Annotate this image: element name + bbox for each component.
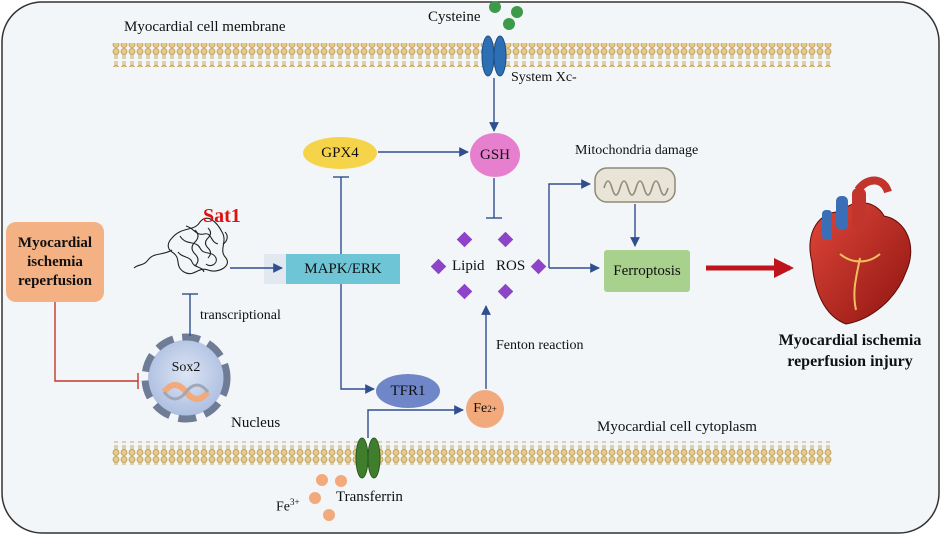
transferrin-label: Transferrin [336, 489, 403, 505]
cysteine-dots [489, 1, 523, 30]
fe2-node [466, 390, 504, 428]
ros-label: ROS [496, 258, 526, 274]
sox2-label: Sox2 [171, 360, 201, 375]
mapk-erk-label: MAPK/ERK [304, 260, 382, 277]
arrow-transferrin-to-fe2 [367, 405, 464, 438]
transferrin-receptor-icon [355, 437, 381, 479]
mir-label-line-2: ischemia [27, 253, 83, 270]
fe3-dots [309, 474, 347, 521]
fe3-label: Fe3+ [276, 497, 300, 516]
arrow-ros-to-mito [548, 179, 591, 268]
nucleus-label: Nucleus [231, 415, 281, 431]
cysteine-label: Cysteine [428, 9, 481, 25]
sox2-nucleus [141, 333, 231, 423]
inhibit-mir-to-sox2 [54, 302, 138, 382]
mito-label: Mitochondria damage [575, 143, 699, 158]
gsh-label: GSH [479, 146, 510, 163]
fe2-base: Fe [473, 401, 488, 416]
cystine-transporter-icon [481, 35, 507, 77]
fenton-label: Fenton reaction [496, 338, 584, 353]
gpx4-node [303, 137, 377, 169]
gsh-node [470, 133, 520, 177]
lipid-label: Lipid [452, 258, 485, 274]
membrane-top-label: Myocardial cell membrane [124, 19, 286, 35]
tfr1-label: TFR1 [390, 382, 426, 399]
mir-label-line-1: Myocardial [17, 234, 93, 251]
protein-structure-icon [133, 217, 228, 275]
ferroptosis-label: Ferroptosis [613, 262, 681, 279]
injury-label: Myocardial ischemia reperfusion injury [764, 328, 936, 374]
tfr1-node [376, 374, 440, 408]
cell-membrane-bottom [112, 441, 832, 465]
ferroptosis-node [604, 250, 690, 292]
mir-label: Myocardial ischemia reperfusion [6, 222, 104, 302]
heart-icon [809, 176, 912, 325]
injury-label-line-2: reperfusion injury [787, 353, 913, 370]
cell-membrane-top [112, 43, 832, 67]
transcriptional-label: transcriptional [200, 308, 281, 323]
mir-box [6, 222, 104, 302]
mitochondria-icon [594, 167, 676, 203]
arrow-mapk-to-tfr1 [340, 284, 375, 394]
system-xc-label: System Xc- [511, 70, 577, 85]
sat1-label: Sat1 [203, 205, 241, 227]
mir-label-line-3: reperfusion [18, 272, 92, 289]
mapk-erk-node [286, 254, 400, 284]
fe2-sup: 2+ [487, 404, 497, 414]
fe3-sup: 3+ [290, 497, 300, 507]
injury-label-line-1: Myocardial ischemia [778, 332, 922, 349]
cytoplasm-label: Myocardial cell cytoplasm [597, 419, 757, 435]
gpx4-label: GPX4 [321, 144, 359, 161]
fe3-base: Fe [276, 499, 290, 515]
